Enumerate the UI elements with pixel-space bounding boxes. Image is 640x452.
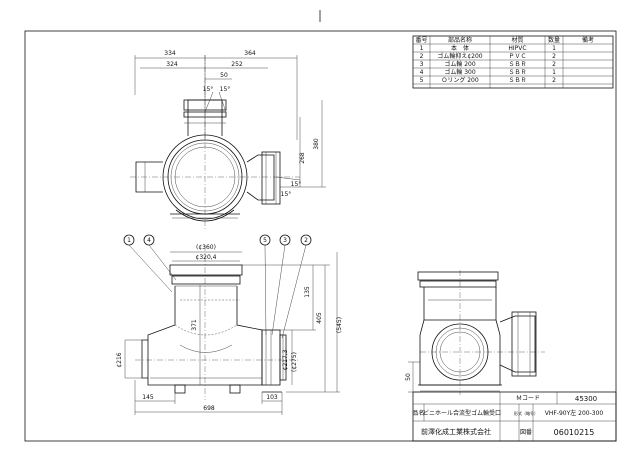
row-number: 4 — [420, 69, 424, 76]
table-row: 5 Ｏリング 200 ＳＢＲ 2 — [420, 76, 557, 84]
model-label: 形式（略号） — [514, 410, 538, 416]
table-header-part-name: 部品名称 — [448, 36, 472, 44]
table-header-quantity: 数量 — [548, 36, 560, 44]
balloon-3: 3 — [283, 237, 287, 244]
row-material: ＳＢＲ — [508, 77, 526, 84]
dim-216-dia: ¢216 — [116, 352, 123, 367]
name-label: 品名 — [412, 409, 424, 417]
row-number: 3 — [420, 61, 424, 68]
dim-145: 145 — [142, 394, 154, 401]
dim-371: 371 — [191, 319, 198, 331]
table-row: 4 ゴム輪 300 ＳＢＲ 1 — [420, 68, 557, 76]
table-row: 3 ゴム輪 200 ＳＢＲ 2 — [420, 60, 557, 68]
dim-15deg-c: 15° — [281, 191, 292, 198]
row-part-name: 本 体 — [451, 44, 469, 52]
row-number: 5 — [420, 77, 424, 84]
row-quantity: 1 — [552, 69, 556, 76]
side-view: 50 — [405, 270, 545, 395]
dim-103: 103 — [266, 394, 278, 401]
row-quantity: 2 — [552, 77, 556, 84]
dim-15deg-a: 15° — [203, 86, 214, 93]
row-part-name: ゴム輪 200 — [444, 60, 476, 68]
row-quantity: 2 — [552, 53, 556, 60]
dim-217-3-dia: ¢217,3 — [282, 349, 289, 370]
row-material: ＳＢＲ — [508, 69, 526, 76]
dim-364: 364 — [244, 50, 256, 57]
dim-side-50: 50 — [405, 373, 412, 381]
company-name: 前澤化成工業株式会社 — [421, 427, 491, 436]
row-material: ＳＢＲ — [508, 61, 526, 68]
dim-545: (545) — [336, 317, 343, 333]
dim-135: 135 — [304, 286, 311, 298]
title-block: Ｍコード 45300 品名 ビニホール合流型ゴム輪受口 形式（略号） VHF-9… — [412, 391, 617, 442]
table-header-remarks: 備考 — [582, 36, 594, 44]
dim-324: 324 — [166, 61, 178, 68]
row-part-name: Ｏリング 200 — [441, 76, 479, 84]
row-part-name: ゴム輪 300 — [444, 68, 476, 76]
dim-15deg-d: 15° — [291, 181, 302, 188]
row-material: HIPVC — [508, 45, 526, 52]
drawing-no-label: 図番 — [520, 429, 532, 436]
row-quantity: 2 — [552, 61, 556, 68]
sheet-border — [24, 30, 617, 442]
dim-405: 405 — [316, 312, 323, 324]
mcode-value: 45300 — [575, 395, 597, 403]
balloon-4: 4 — [147, 237, 151, 244]
balloon-1: 1 — [127, 237, 131, 244]
name-value: ビニホール合流型ゴム輪受口 — [423, 409, 501, 417]
mcode-label: Ｍコード — [516, 395, 540, 402]
dim-268: 268 — [299, 152, 306, 164]
row-material: ＰＶＣ — [508, 53, 526, 60]
table-row: 2 ゴム輪抑え¢200 ＰＶＣ 2 — [420, 52, 557, 60]
row-quantity: 1 — [552, 45, 556, 52]
balloon-2: 2 — [304, 237, 308, 244]
table-header-number: 番号 — [415, 37, 427, 44]
balloon-5: 5 — [263, 237, 267, 244]
dim-360-dia: (¢360) — [196, 244, 216, 251]
dim-380: 380 — [313, 138, 320, 150]
drawing-no-value: 06010215 — [554, 428, 595, 437]
dim-50: 50 — [220, 72, 228, 79]
row-number: 2 — [420, 53, 424, 60]
top-view: 334 364 324 252 50 15° 15° 268 380 15° 1… — [130, 50, 326, 230]
row-number: 1 — [420, 45, 424, 52]
dim-15deg-b: 15° — [220, 86, 231, 93]
dim-275-dia: (¢275) — [291, 352, 298, 372]
dim-334: 334 — [164, 50, 176, 57]
row-part-name: ゴム輪抑え¢200 — [437, 52, 482, 60]
dim-320-4-dia: ¢320,4 — [196, 254, 217, 261]
dim-252: 252 — [231, 61, 243, 68]
parts-table: 番号 部品名称 材質 数量 備考 1 本 体 HIPVC 1 2 ゴム輪抑え¢2… — [412, 35, 614, 89]
model-value: VHF-90Y左 200-300 — [545, 409, 604, 417]
dim-698: 698 — [203, 405, 215, 412]
table-row: 1 本 体 HIPVC 1 — [420, 44, 557, 52]
front-view: (¢360) ¢320,4 135 405 (545) 371 ¢217,3 (… — [116, 234, 343, 415]
table-header-material: 材質 — [511, 36, 523, 44]
